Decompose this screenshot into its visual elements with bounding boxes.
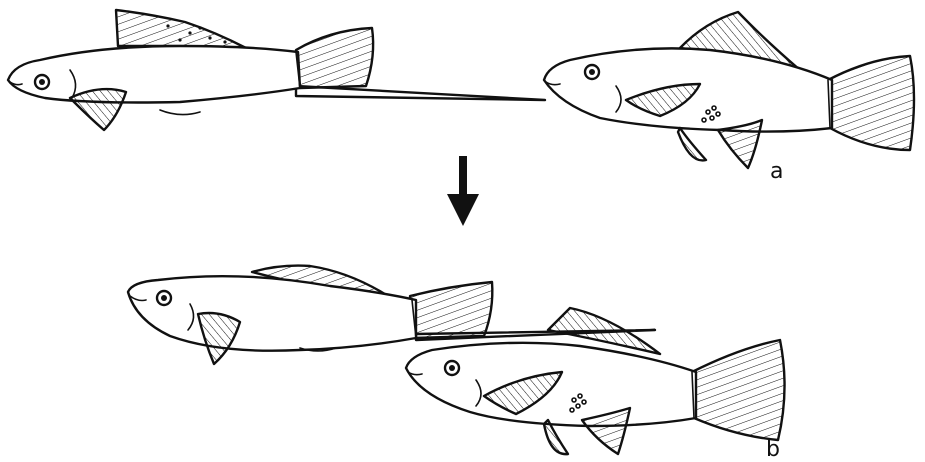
- swordtail-male-a: [8, 10, 545, 130]
- pectoral-fin: [70, 89, 126, 130]
- panel-label-a: a: [770, 159, 783, 184]
- panel-label-b: b: [766, 437, 780, 462]
- caudal-fin: [828, 56, 914, 150]
- pelvic-fin: [678, 128, 706, 160]
- fish-body: [8, 46, 300, 103]
- caudal-fin: [296, 28, 373, 88]
- caudal-fin: [410, 282, 492, 338]
- platyfish-female-a: [544, 12, 914, 168]
- pectoral-fin: [198, 313, 240, 364]
- caudal-fin: [692, 340, 785, 440]
- transition-arrow: [447, 156, 479, 226]
- panel-b: b: [128, 266, 785, 462]
